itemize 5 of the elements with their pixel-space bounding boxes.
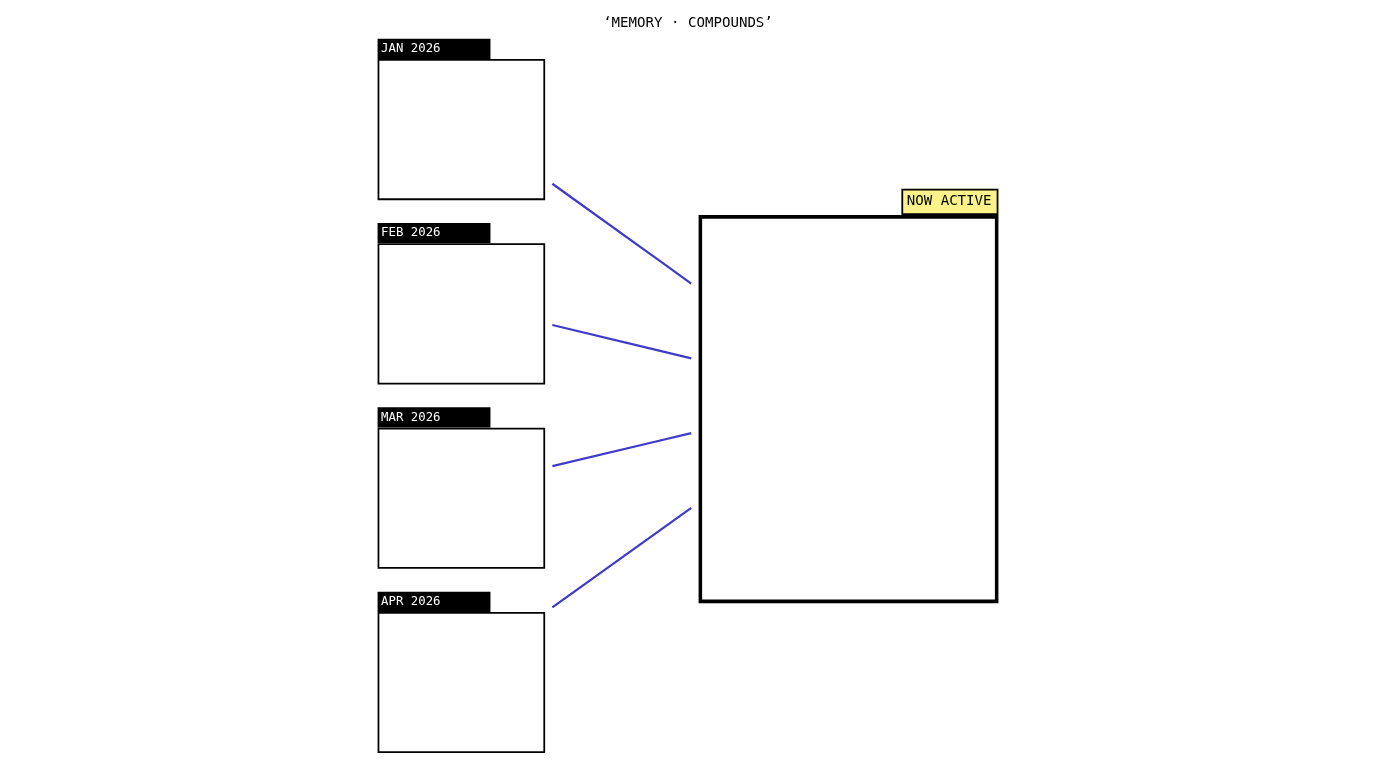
connector — [552, 323, 692, 360]
connector — [551, 182, 692, 285]
diagram-title: ‘MEMORY · COMPOUNDS’ — [603, 13, 773, 30]
connector — [552, 432, 692, 468]
connector — [551, 507, 692, 609]
